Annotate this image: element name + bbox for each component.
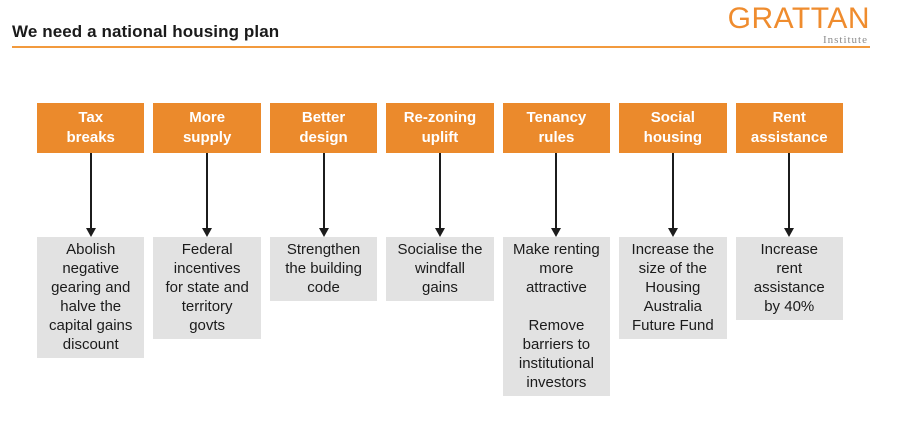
grattan-institute-label: Institute [822,34,868,46]
detail-box-rent-assistance: Increase rent assistance by 40% [735,237,843,320]
detail-box-better-design: Strengthen the building code [269,237,378,301]
grattan-logo: GRATTAN Institute [728,4,870,46]
detail-box-more-supply: Federal incentives for state and territo… [153,237,261,339]
header-box-rent-assistance: Rent assistance [735,103,843,153]
detail-box-tax-breaks: Abolish negative gearing and halve the c… [37,237,145,358]
column-better-design: Better design Strengthen the building co… [269,103,378,301]
column-rent-assistance: Rent assistance Increase rent assistance… [735,103,843,320]
down-arrow-icon [318,153,329,237]
down-arrow-icon [784,153,795,237]
column-tenancy-rules: Tenancy rules Make renting more attracti… [502,103,611,396]
housing-plan-diagram: Tax breaks Abolish negative gearing and … [37,103,843,396]
header-box-tenancy-rules: Tenancy rules [502,103,611,153]
down-arrow-icon [434,153,445,237]
column-more-supply: More supply Federal incentives for state… [153,103,261,339]
down-arrow-icon [85,153,96,237]
column-tax-breaks: Tax breaks Abolish negative gearing and … [37,103,145,358]
header-box-tax-breaks: Tax breaks [37,103,145,153]
column-social-housing: Social housing Increase the size of the … [619,103,727,339]
title-divider-rule [12,46,870,48]
down-arrow-icon [202,153,213,237]
down-arrow-icon [667,153,678,237]
page-title: We need a national housing plan [12,22,280,41]
header-box-more-supply: More supply [153,103,261,153]
detail-box-tenancy-rules: Make renting more attractive Remove barr… [502,237,611,396]
detail-box-social-housing: Increase the size of the Housing Austral… [619,237,727,339]
header-box-rezoning-uplift: Re-zoning uplift [386,103,494,153]
detail-box-rezoning-uplift: Socialise the windfall gains [386,237,494,301]
header-box-better-design: Better design [269,103,378,153]
header-box-social-housing: Social housing [619,103,727,153]
down-arrow-icon [551,153,562,237]
column-rezoning-uplift: Re-zoning uplift Socialise the windfall … [386,103,494,301]
grattan-wordmark: GRATTAN [727,2,870,35]
